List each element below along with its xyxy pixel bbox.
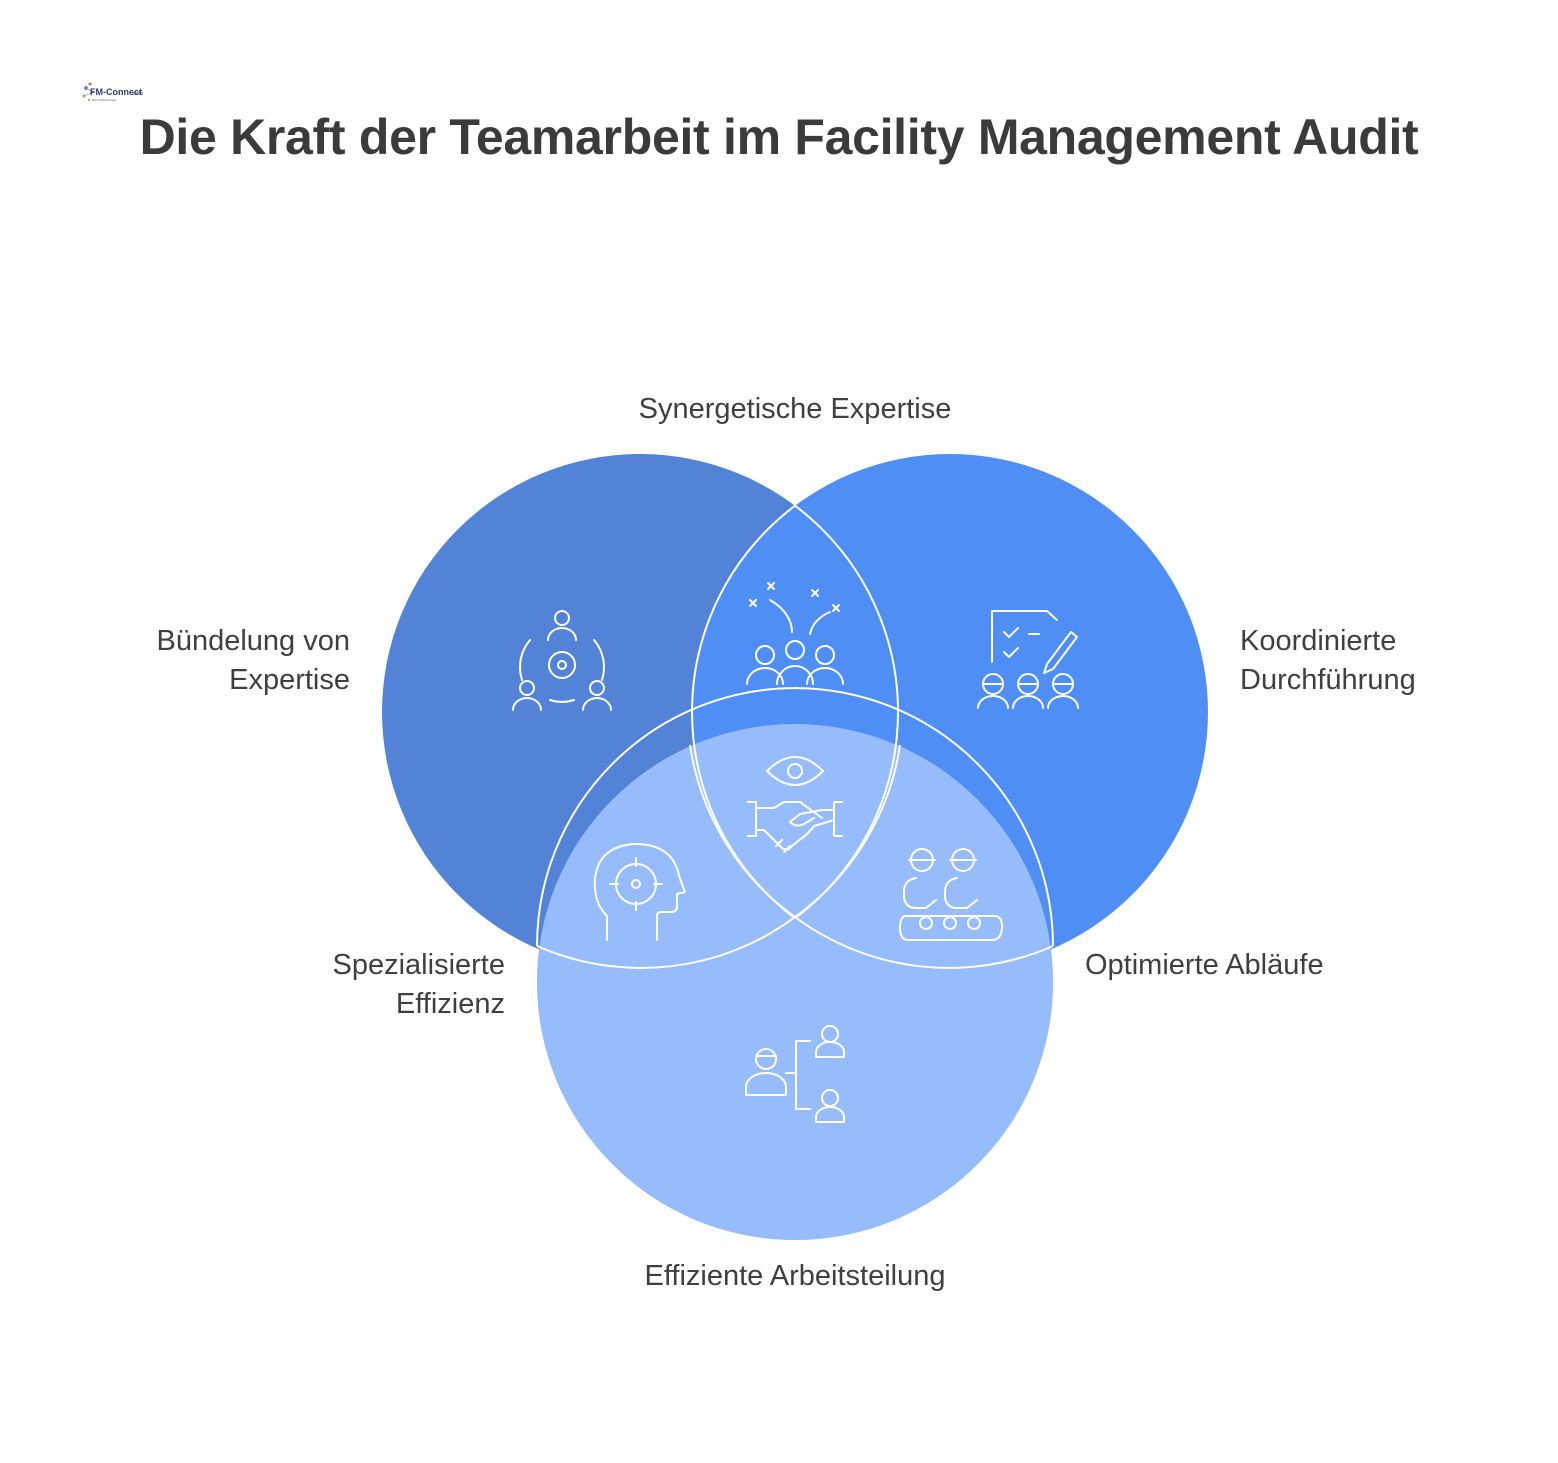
label-synergetic-expertise: Synergetische Expertise (595, 390, 995, 429)
label-efficient-division: Effiziente Arbeitsteilung (570, 1257, 1020, 1296)
head-target-icon (593, 843, 686, 941)
logo-graphic: FM-Connect .com Das FM-Netzwerk (82, 82, 143, 102)
outline-lower-left-arc (536, 916, 796, 969)
label-bundling-line2: Expertise (229, 664, 350, 696)
label-specialized-line2: Effizienz (395, 988, 505, 1020)
label-division-text: Effiziente Arbeitsteilung (644, 1260, 946, 1292)
label-coordinated-execution: Koordinierte Durchführung (1240, 622, 1490, 700)
outline-right-lower (794, 744, 901, 918)
logo-suffix: .com (132, 91, 143, 97)
label-bundling-expertise: Bündelung von Expertise (100, 622, 351, 700)
outline-right (691, 454, 898, 970)
label-specialized-line1: Spezialisierte (332, 949, 505, 981)
org-chart-icon (745, 1025, 845, 1123)
label-optimized-processes: Optimierte Abläufe (1085, 946, 1405, 985)
fm-connect-logo: FM-Connect .com Das FM-Netzwerk (80, 78, 144, 110)
logo-text: FM-Connect (90, 87, 142, 97)
label-specialized-efficiency: Spezialisierte Effizienz (245, 946, 505, 1024)
label-bundling-line1: Bündelung von (156, 625, 351, 657)
label-synergy-text: Synergetische Expertise (638, 393, 952, 425)
outline-left-lower (689, 744, 796, 918)
label-coordinated-line2: Durchführung (1240, 664, 1416, 696)
team-gear-icon (512, 610, 612, 711)
checklist-team-icon (977, 610, 1079, 709)
workers-conveyor-icon (899, 848, 1003, 941)
page-title: Die Kraft der Teamarbeit im Facility Man… (139, 109, 1419, 165)
outline-left (692, 454, 899, 970)
outline-bottom (536, 687, 1054, 947)
label-coordinated-line1: Koordinierte (1240, 625, 1397, 657)
logo-tagline: Das FM-Netzwerk (92, 98, 117, 102)
handshake-eye-icon (747, 756, 843, 853)
outline-lower-right-arc (794, 916, 1054, 969)
team-strategy-icon (746, 582, 844, 685)
label-optimized-text: Optimierte Abläufe (1085, 949, 1324, 981)
